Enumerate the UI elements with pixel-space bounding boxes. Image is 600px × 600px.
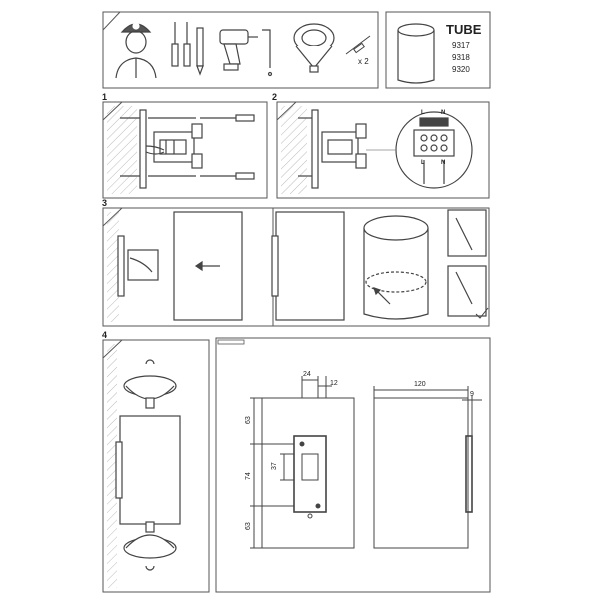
screw-count: x 2 (358, 57, 369, 66)
worker-icon (115, 22, 157, 79)
tube-icon (397, 23, 435, 84)
bulb-icon (293, 23, 335, 73)
pencil-icon (196, 27, 204, 76)
step-1-panel: 1 (102, 92, 268, 199)
terminal-label: L (421, 110, 425, 116)
product-name: TUBE (446, 22, 482, 37)
step-3-panel: 3 (102, 198, 490, 327)
bulb-insert-drawing (115, 359, 181, 571)
dim-label: 24 (303, 371, 311, 378)
check-icon (475, 307, 489, 319)
lock-screw-drawing (363, 209, 487, 320)
front-view (250, 376, 355, 549)
dim-label: 12 (330, 380, 338, 387)
dim-label: 37 (271, 462, 278, 470)
mounted-body-drawing (271, 211, 345, 321)
product-panel: TUBE 9317 9318 9320 (385, 11, 491, 89)
side-view (373, 386, 482, 549)
dim-label: 63 (245, 522, 252, 530)
product-code: 9320 (452, 65, 470, 74)
dim-label: 9 (470, 391, 474, 398)
dim-label: 74 (245, 472, 252, 480)
step-number: 1 (102, 92, 107, 102)
dimensions-panel: 24 12 63 37 74 63 120 9 (215, 337, 491, 593)
terminal-label: N (441, 110, 445, 116)
screw-plug-icon (345, 35, 371, 55)
tools-panel: x 2 (102, 11, 379, 89)
product-code: 9318 (452, 53, 470, 62)
allen-key-icon (262, 29, 273, 77)
step-number: 2 (272, 92, 277, 102)
dim-label: 120 (414, 381, 426, 388)
terminal-label: L (421, 160, 425, 166)
wiring-drawing (298, 109, 367, 189)
screwdriver-icon (171, 22, 191, 67)
terminal-label: N (441, 160, 445, 166)
product-code: 9317 (452, 41, 470, 50)
drill-icon (219, 29, 258, 71)
step-2-panel: 2 L N L N (272, 92, 490, 199)
step-number: 3 (102, 198, 107, 208)
step-4-panel: 4 (102, 330, 210, 593)
wall-mount-drawing (120, 109, 255, 189)
dim-label: 63 (245, 416, 252, 424)
terminal-detail (366, 111, 473, 189)
step-number: 4 (102, 330, 107, 340)
slide-on-drawing (117, 211, 243, 321)
